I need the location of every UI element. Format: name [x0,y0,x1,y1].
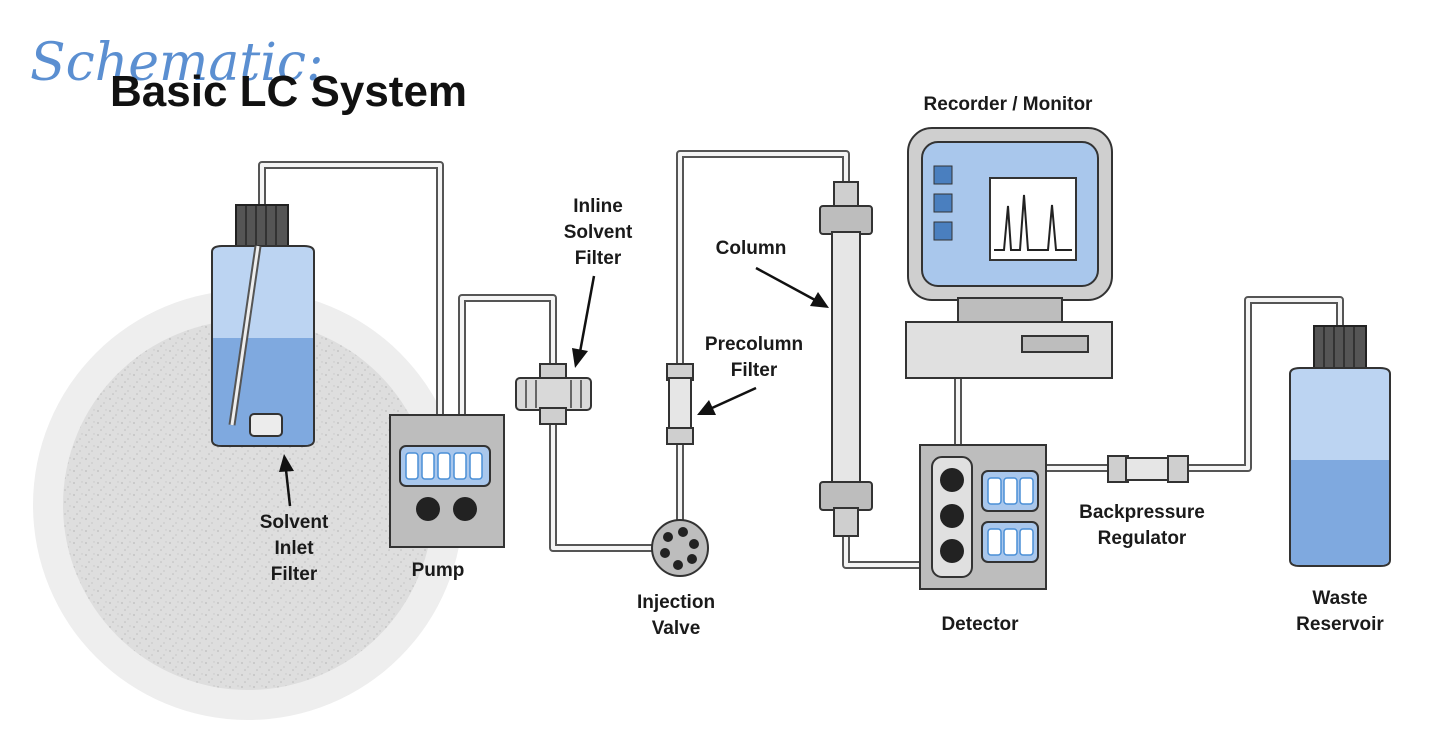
label-precolumn-line2: Filter [731,360,778,381]
callout-arrows [279,266,829,507]
column [819,181,873,537]
recorder-monitor [905,127,1113,379]
solvent-reservoir [211,204,315,447]
pump-knob [416,497,440,521]
pump-display [405,452,483,480]
label-inline-line3: Filter [575,248,622,269]
solvent-inlet-filter-closeup [33,290,463,720]
diagram-title: Schematic: Basic LC System [30,33,467,116]
label-injection-line1: Injection [637,592,715,613]
label-precolumn-line1: Precolumn [705,334,803,355]
inline-solvent-filter [515,363,592,425]
label-backpressure-line2: Regulator [1098,528,1187,549]
label-solvent-inlet-line1: Solvent [260,512,329,533]
label-recorder-monitor: Recorder / Monitor [924,94,1094,115]
waste-reservoir [1289,325,1391,567]
detector [919,444,1047,590]
precolumn-filter [666,363,694,445]
title-script: Schematic: [30,33,324,93]
label-detector: Detector [941,614,1019,635]
label-waste-line1: Waste [1312,588,1367,609]
label-pump: Pump [412,560,465,581]
label-column: Column [716,238,787,259]
pump [389,414,505,548]
labels: Recorder / Monitor Inline Solvent Filter… [260,94,1385,639]
label-inline-line1: Inline [573,196,623,217]
label-inline-line2: Solvent [564,222,633,243]
label-solvent-inlet-line3: Filter [271,564,318,585]
tubing [258,150,1344,569]
title-main: Basic LC System [110,67,467,116]
pump-knob [453,497,477,521]
label-backpressure-line1: Backpressure [1079,502,1205,523]
label-waste-line2: Reservoir [1296,614,1384,635]
injection-valve [651,519,709,577]
label-solvent-inlet-line2: Inlet [274,538,314,559]
backpressure-regulator [1107,455,1189,483]
label-injection-line2: Valve [652,618,701,639]
